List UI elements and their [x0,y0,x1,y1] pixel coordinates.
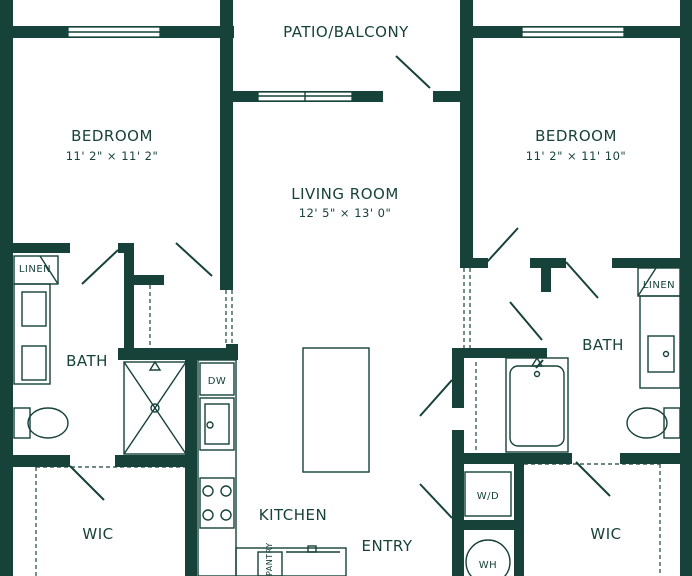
vanity-left [13,283,51,385]
bedroom-right-dims: 11' 2" × 11' 10" [526,149,626,163]
labels: PATIO/BALCONY BEDROOM 11' 2" × 11' 2" LI… [19,23,675,576]
kitchen-label: KITCHEN [259,506,328,524]
water-heater [465,539,511,576]
kitchen-island [302,347,370,473]
stove [199,477,235,529]
sink-right [647,335,675,373]
bedroom-left-dims: 11' 2" × 11' 2" [66,149,159,163]
dishwasher [199,362,235,396]
living-room-dims: 12' 5" × 13' 0" [299,206,392,220]
linen-left-label: LINEN [19,264,51,275]
linen-right-label: LINEN [643,280,675,291]
patio-label: PATIO/BALCONY [283,23,409,41]
dw-label: DW [208,376,227,387]
bedroom-right-label: BEDROOM [535,127,617,145]
living-room-label: LIVING ROOM [291,185,399,203]
wic-right-label: WIC [590,525,621,543]
toilet-right-tank [663,407,681,439]
pantry-label: PANTRY [265,542,274,576]
openings [35,268,661,576]
toilet-left-tank [13,407,31,439]
bath-left-label: BATH [66,352,108,370]
wic-left-label: WIC [82,525,113,543]
kitchen-lower-counter [235,547,347,576]
bath-right-label: BATH [582,336,624,354]
pantry [257,551,283,576]
bedroom-left-label: BEDROOM [71,127,153,145]
windows [67,26,625,102]
fixtures [13,255,681,576]
doors [69,55,611,519]
washer-dryer [464,471,512,517]
sink-left-2 [21,345,47,381]
toilet-right-bowl [626,407,668,439]
toilet-left-bowl [27,407,69,439]
wd-label: W/D [477,491,499,502]
vanity-right [639,295,681,389]
entry-label: ENTRY [362,537,413,555]
kitchen-counter [197,359,237,576]
sink-left-1 [21,291,47,327]
wh-label: WH [479,560,497,571]
kitchen-sink [199,397,235,451]
